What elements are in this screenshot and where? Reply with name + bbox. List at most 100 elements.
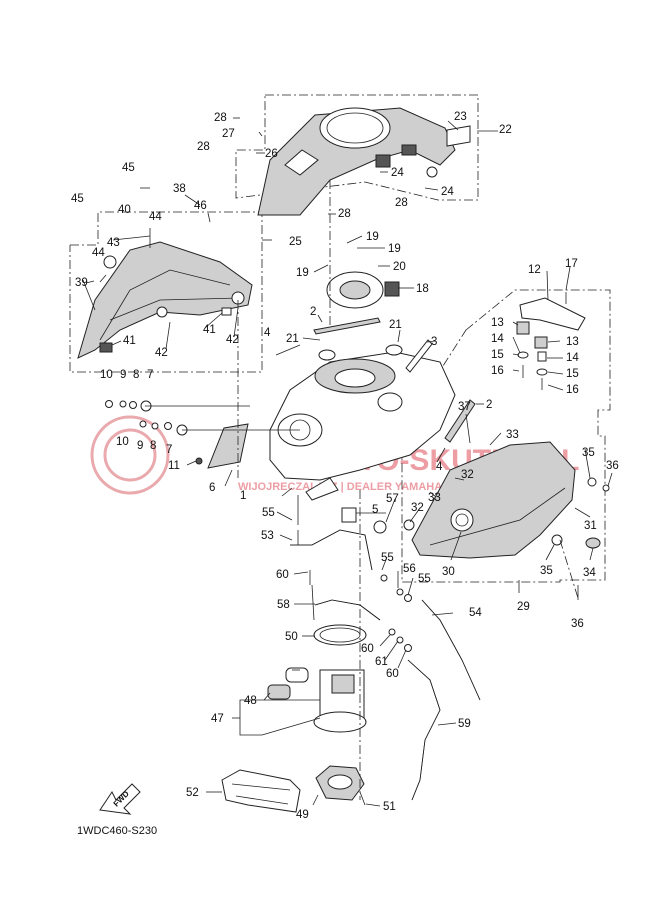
callout: 57 (386, 493, 399, 505)
callout: 36 (606, 460, 619, 472)
hardware-left (105, 400, 203, 465)
watermark-tagline: WIJOJRECZALJAZ | DEALER YAMAHA (238, 481, 442, 493)
callout: 13 (566, 336, 579, 348)
callout: 45 (122, 162, 135, 174)
watermark-inner-ring (103, 428, 157, 482)
callout: 19 (388, 243, 401, 255)
filler-cap-ring (326, 271, 400, 309)
callout: 8 (150, 440, 156, 452)
callout: 28 (197, 141, 210, 153)
callout: 42 (226, 334, 239, 346)
callout: 30 (442, 566, 455, 578)
callout: 35 (540, 565, 553, 577)
callout: 48 (244, 695, 257, 707)
callout: 27 (222, 128, 235, 140)
callout: 47 (211, 713, 224, 725)
callout: 23 (454, 111, 467, 123)
callout: 1 (240, 490, 246, 502)
seat-box (401, 289, 611, 583)
callout: 17 (565, 258, 578, 270)
callout: 42 (155, 347, 168, 359)
strip-2-right (444, 399, 476, 443)
callout: 36 (571, 618, 584, 630)
callout: 12 (528, 264, 541, 276)
callout-numbers: 22 23 28 27 28 26 24 24 28 28 25 19 19 1… (71, 111, 619, 821)
callout: 58 (277, 599, 290, 611)
callout: 13 (491, 317, 504, 329)
callout: 4 (264, 327, 271, 339)
callout: 11 (168, 460, 180, 472)
watermark-ring (90, 415, 170, 495)
callout: 21 (286, 333, 299, 345)
callout: 10 (100, 369, 113, 381)
callout: 7 (166, 444, 172, 456)
callout: 56 (403, 563, 416, 575)
callout: 10 (116, 436, 129, 448)
callout: 16 (491, 365, 504, 377)
center-line-right (559, 539, 579, 599)
callout: 41 (203, 324, 216, 336)
callout: 32 (461, 469, 474, 481)
callout: 34 (583, 567, 596, 579)
bracket-6 (207, 423, 249, 469)
side-cover (77, 241, 253, 359)
callout: 55 (262, 507, 275, 519)
callout: 38 (173, 183, 186, 195)
diagram-code: 1WDC460-S230 (77, 825, 157, 837)
callout: 29 (517, 601, 530, 613)
bracket-12 (519, 297, 586, 331)
callout: 54 (469, 607, 482, 619)
damper-21-right (385, 344, 403, 356)
callout: 41 (123, 335, 136, 347)
callout: 35 (582, 447, 595, 459)
callout: 40 (118, 204, 131, 216)
callout: 16 (566, 384, 579, 396)
damper-21-left (318, 349, 336, 361)
fuel-pump-assembly (221, 624, 367, 813)
fwd-arrow-icon: FWD (99, 783, 141, 815)
callout: 24 (441, 186, 454, 198)
callout: 25 (289, 236, 302, 248)
callout: 33 (506, 429, 519, 441)
callout: 20 (393, 261, 406, 273)
rod-3 (405, 339, 433, 373)
callout: 51 (383, 801, 396, 813)
callout: 28 (214, 112, 227, 124)
top-cover-box (235, 94, 479, 201)
callout: 19 (296, 267, 309, 279)
callout: 50 (285, 631, 298, 643)
callout: 9 (137, 440, 143, 452)
callout: 9 (120, 369, 126, 381)
callout: 49 (296, 809, 309, 821)
callout: 31 (584, 520, 597, 532)
callout: 44 (92, 247, 105, 259)
callout: 59 (458, 718, 471, 730)
callout: 32 (411, 502, 424, 514)
callout: 14 (491, 333, 504, 345)
callout: 22 (499, 124, 512, 136)
callout: 45 (71, 193, 84, 205)
callout: 46 (194, 200, 207, 212)
callout: 61 (375, 656, 388, 668)
callout: 60 (386, 668, 399, 680)
callout: 55 (418, 573, 431, 585)
callout: 6 (209, 482, 215, 494)
fuel-tank (269, 351, 456, 501)
callout: 26 (265, 148, 278, 160)
callout: 8 (133, 369, 139, 381)
callout: 2 (486, 399, 492, 411)
callout: 15 (566, 368, 579, 380)
strip-2 (313, 317, 381, 335)
callout: 21 (389, 319, 402, 331)
callout: 39 (75, 277, 88, 289)
callout: 5 (372, 504, 378, 516)
callout: 28 (338, 208, 351, 220)
seat (411, 441, 576, 559)
callout: 2 (310, 306, 316, 318)
callout: 28 (395, 197, 408, 209)
callout: 24 (391, 167, 404, 179)
callout: 44 (149, 211, 162, 223)
callout: 4 (436, 461, 443, 473)
